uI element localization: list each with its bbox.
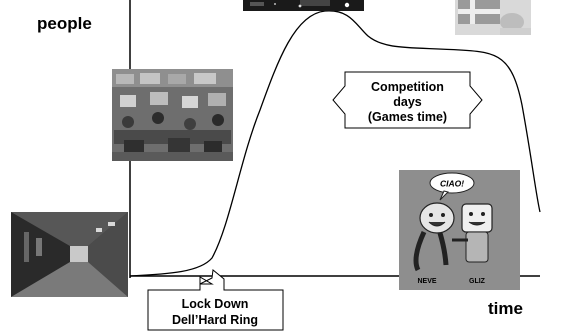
corridor-photo <box>11 212 128 297</box>
y-axis-label: people <box>37 14 92 33</box>
competition-days-callout: Competition days (Games time) <box>332 71 483 129</box>
lockdown-label-line1: Lock Down <box>182 297 249 311</box>
mascot-picture: CIAO! NEVE GLIZ <box>399 170 520 290</box>
competition-label-line3: (Games time) <box>368 110 447 124</box>
competition-label-line2: days <box>393 95 422 109</box>
mascot-right-name: GLIZ <box>469 278 486 285</box>
lockdown-callout: Lock Down Dell’Hard Ring <box>147 269 284 331</box>
mascot-left-name: NEVE <box>417 278 436 285</box>
competition-label-line1: Competition <box>371 80 444 94</box>
stadium-photo <box>243 0 364 11</box>
flag-photo <box>455 0 531 35</box>
mascot-speech-text: CIAO! <box>440 179 464 189</box>
attendance-curve <box>129 10 541 277</box>
x-axis-label: time <box>488 299 523 318</box>
crowd-workers-photo <box>112 69 233 161</box>
lockdown-label-line2: Dell’Hard Ring <box>172 313 258 327</box>
